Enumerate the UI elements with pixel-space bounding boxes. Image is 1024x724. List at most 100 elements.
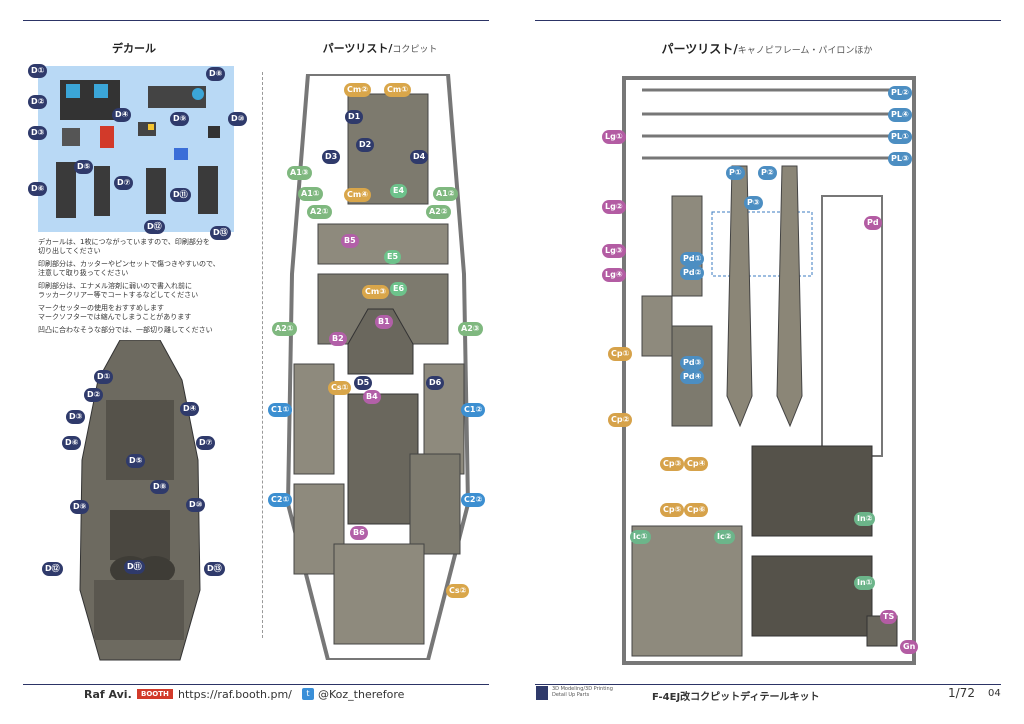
render-label-2: D② xyxy=(84,388,104,402)
cp-label-1: Cp① xyxy=(608,347,633,361)
decal-label-1: D① xyxy=(28,64,48,78)
parts-title: パーツリスト/コクピット xyxy=(322,42,438,55)
decal-label-4: D④ xyxy=(112,108,132,122)
note-line: 印刷部分は、エナメル溶剤に弱いので書入れ前に xyxy=(38,282,192,290)
render-label-8: D⑧ xyxy=(150,480,170,494)
render-label-6: D⑥ xyxy=(62,436,82,450)
render-label-3: D③ xyxy=(66,410,86,424)
cp-label-5: Cp⑤ xyxy=(660,503,685,517)
part-label-a2-1b: A2① xyxy=(272,322,297,336)
decal-label-3: D③ xyxy=(28,126,48,140)
pd-label-2: Pd② xyxy=(680,266,705,280)
right-page: パーツリスト/キャノピフレーム・パイロンほか PL② PL④ PL① PL③ L… xyxy=(512,0,1024,724)
decal-label-5: D⑤ xyxy=(74,160,94,174)
part-label-b4: B4 xyxy=(363,390,381,404)
decal-notes: デカールは、1枚につながっていますので、印刷部分を 切り出してください 印刷部分… xyxy=(38,238,238,335)
cp-label-2: Cp② xyxy=(608,413,633,427)
pd-label-top: Pd xyxy=(864,216,882,230)
part-label-cs1: Cs① xyxy=(328,381,352,395)
decal-title: デカール xyxy=(112,42,156,55)
right-title-sub: キャノピフレーム・パイロンほか xyxy=(737,46,873,56)
part-label-c1-2: C1② xyxy=(461,403,486,417)
part-label-d4: D4 xyxy=(410,150,429,164)
gn-label: Gn xyxy=(900,640,919,654)
note-line: 注意して取り扱ってください xyxy=(38,269,129,277)
parts-title-main: パーツリスト xyxy=(322,42,389,55)
part-label-cm1: Cm① xyxy=(384,83,411,97)
part-label-b1: B1 xyxy=(375,315,393,329)
part-label-a1-1: A1① xyxy=(298,187,323,201)
note-line: マークソフターでは縮んでしまうことがあります xyxy=(38,313,192,321)
brand-logo xyxy=(536,686,548,700)
note-line: ラッカークリアー等でコートするなどしてください xyxy=(38,291,199,299)
lg-label-4: Lg④ xyxy=(602,268,626,282)
booth-badge: BOOTH xyxy=(137,689,173,699)
render-label-4: D④ xyxy=(180,402,200,416)
booth-url[interactable]: https://raf.booth.pm/ xyxy=(178,688,292,701)
render-label-11: D⑪ xyxy=(124,560,145,574)
pl-label-4: PL④ xyxy=(888,108,912,122)
part-label-a2-3: A2③ xyxy=(458,322,483,336)
in-label-1: In① xyxy=(854,576,876,590)
pd-label-3: Pd③ xyxy=(680,356,705,370)
part-label-e4: E4 xyxy=(390,184,408,198)
decal-label-10: D⑩ xyxy=(228,112,248,126)
pl-label-2: PL② xyxy=(888,86,912,100)
twitter-handle[interactable]: @Koz_therefore xyxy=(318,688,405,701)
lg-label-2: Lg② xyxy=(602,200,626,214)
part-label-e6: E6 xyxy=(390,282,408,296)
p-label-3: P③ xyxy=(744,196,763,210)
note-line: 凹凸に合わなそうな部分では、一部切り離してください xyxy=(38,326,213,334)
pl-label-3: PL③ xyxy=(888,152,912,166)
cockpit-render xyxy=(79,340,201,661)
product-name: F-4EJ改コクピットディテールキット xyxy=(652,692,820,703)
part-label-cm4: Cm④ xyxy=(344,188,371,202)
render-label-9: D⑨ xyxy=(70,500,90,514)
part-label-c2-2: C2② xyxy=(461,493,486,507)
right-title: パーツリスト/キャノピフレーム・パイロンほか xyxy=(661,42,873,56)
part-label-cm3: Cm③ xyxy=(362,285,389,299)
brand-name: Raf Avi. xyxy=(84,688,132,701)
render-label-5: D⑤ xyxy=(126,454,146,468)
part-label-e5: E5 xyxy=(384,250,402,264)
left-page: デカール パーツリスト/コクピット D① D② D③ D④ D⑤ D⑥ D⑦ D… xyxy=(23,20,489,701)
decal-graphics xyxy=(56,80,220,218)
part-label-cm2: Cm② xyxy=(344,83,371,97)
decal-label-2: D② xyxy=(28,95,48,109)
part-label-d6: D6 xyxy=(426,376,445,390)
p-label-1: P① xyxy=(726,166,745,180)
part-label-c1-1: C1① xyxy=(268,403,293,417)
cockpit-sprue xyxy=(285,74,471,660)
part-label-d1: D1 xyxy=(345,110,364,124)
pd-label-4: Pd④ xyxy=(680,370,705,384)
top-rule-right xyxy=(535,20,1001,21)
ts-label: TS xyxy=(880,610,898,624)
part-label-c2-1: C2① xyxy=(268,493,293,507)
lg-label-3: Lg③ xyxy=(602,244,626,258)
cp-label-6: Cp⑥ xyxy=(684,503,709,517)
decal-sheet xyxy=(38,66,234,232)
page-number: 04 xyxy=(988,688,1001,699)
cp-label-3: Cp③ xyxy=(660,457,685,471)
part-label-a1-3: A1③ xyxy=(287,166,312,180)
decal-label-13: D⑬ xyxy=(210,226,231,240)
decal-label-11: D⑪ xyxy=(170,188,191,202)
part-label-b5: B5 xyxy=(341,234,359,248)
right-title-main: パーツリスト xyxy=(661,42,734,56)
note-line: 印刷部分は、カッターやピンセットで傷つきやすいので、 xyxy=(38,260,220,268)
render-label-1: D① xyxy=(94,370,114,384)
note-line: 切り出してください xyxy=(38,247,101,255)
part-label-a1-2: A1② xyxy=(433,187,458,201)
part-label-d5: D5 xyxy=(354,376,373,390)
render-label-7: D⑦ xyxy=(196,436,216,450)
part-label-b2: B2 xyxy=(329,332,347,346)
decal-label-7: D⑦ xyxy=(114,176,134,190)
part-label-b6: B6 xyxy=(350,526,368,540)
part-label-a2-1: A2① xyxy=(307,205,332,219)
scale-label: 1/72 xyxy=(948,686,975,700)
part-label-a2-2: A2② xyxy=(426,205,451,219)
pl-label-1: PL① xyxy=(888,130,912,144)
bottom-rule-right xyxy=(535,684,1001,685)
render-label-12: D⑫ xyxy=(42,562,63,576)
parts-title-sub: コクピット xyxy=(392,45,438,55)
